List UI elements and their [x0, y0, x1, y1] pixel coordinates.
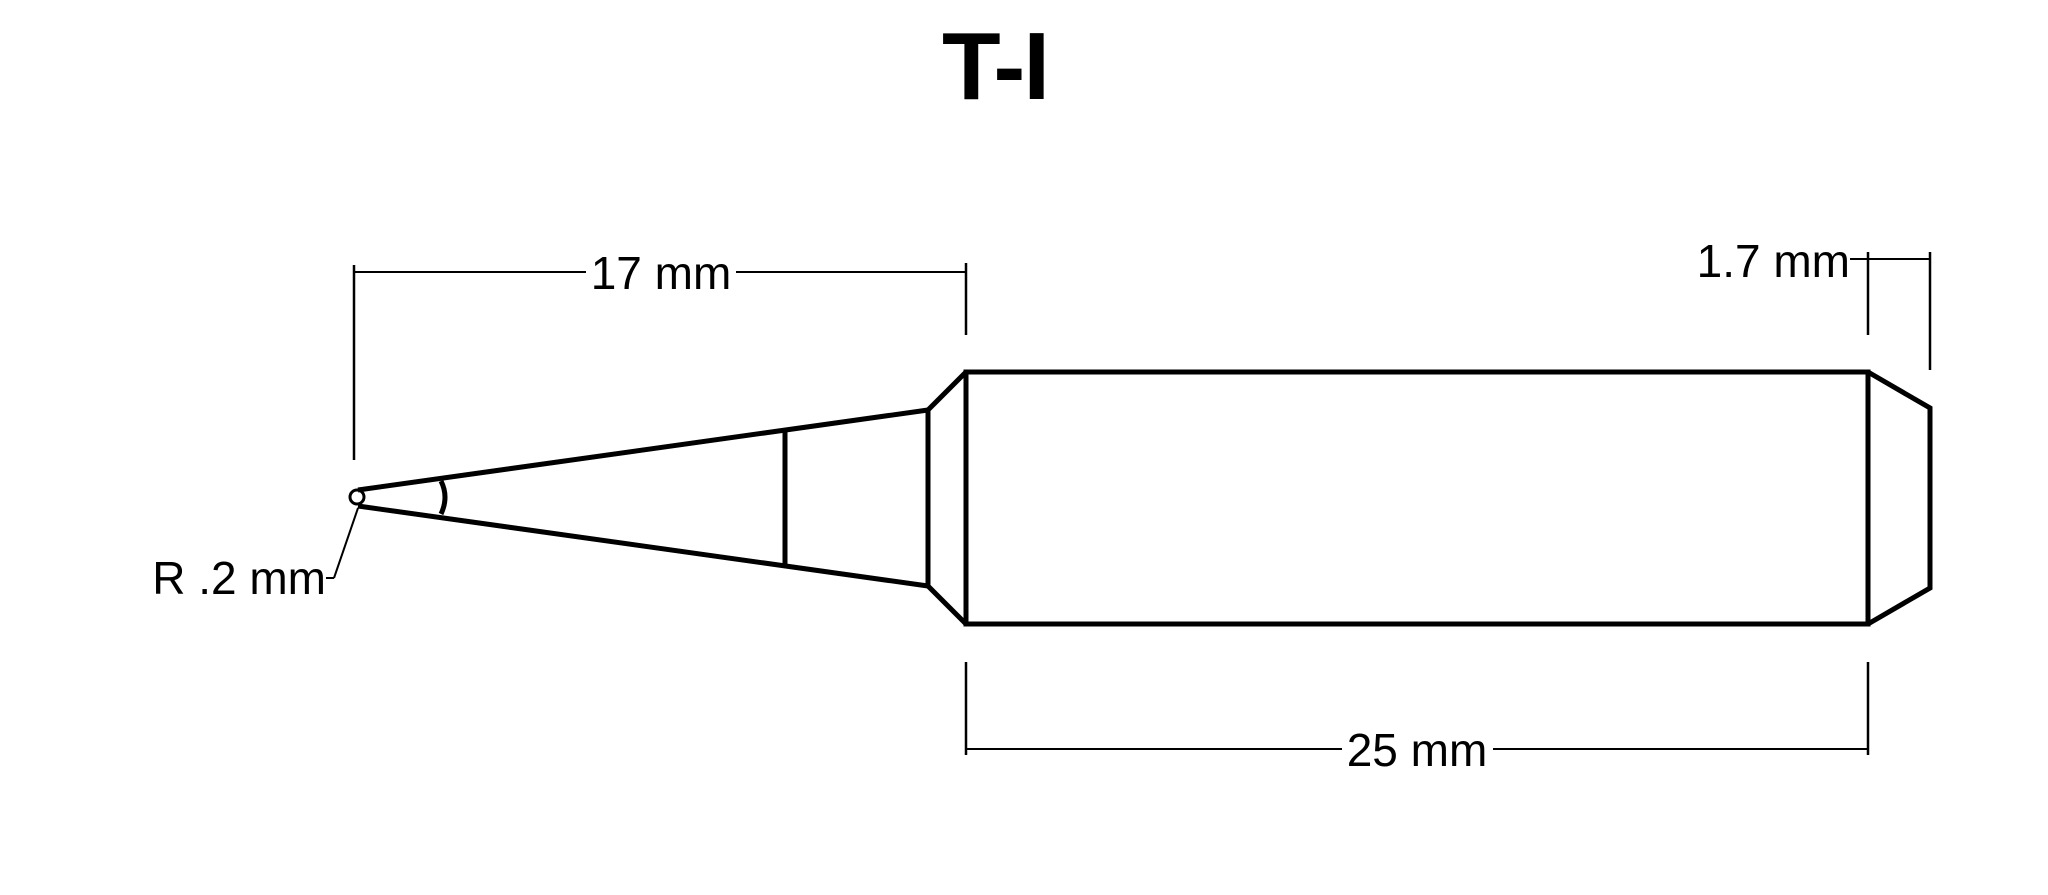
cone-angle-arc [438, 479, 448, 516]
front-chamfer-bottom [926, 584, 968, 626]
tip-length-label: 17 mm [591, 247, 732, 299]
front-chamfer-top [926, 370, 968, 412]
cone-bottom-edge [357, 503, 929, 589]
front-chamfer [926, 370, 968, 626]
dimension-tip-radius: R .2 mm [152, 507, 359, 604]
dimension-shank-length: 25 mm [964, 662, 1870, 776]
diagram-title: T-I [942, 13, 1050, 120]
rear-chamfer [1866, 369, 1933, 627]
radius-leader-line [333, 507, 359, 579]
end-chamfer-label: 1.7 mm [1697, 235, 1850, 287]
tip-cone [348, 407, 931, 589]
tip-point [348, 488, 366, 506]
tip-radius-label: R .2 mm [152, 552, 326, 604]
rear-chamfer-outline [1866, 369, 1933, 627]
shank-body [963, 369, 1871, 627]
dimension-tip-length: 17 mm [352, 247, 968, 460]
dimension-end-chamfer: 1.7 mm [1697, 235, 1932, 370]
shank-length-label: 25 mm [1347, 724, 1488, 776]
cone-top-edge [357, 407, 929, 493]
